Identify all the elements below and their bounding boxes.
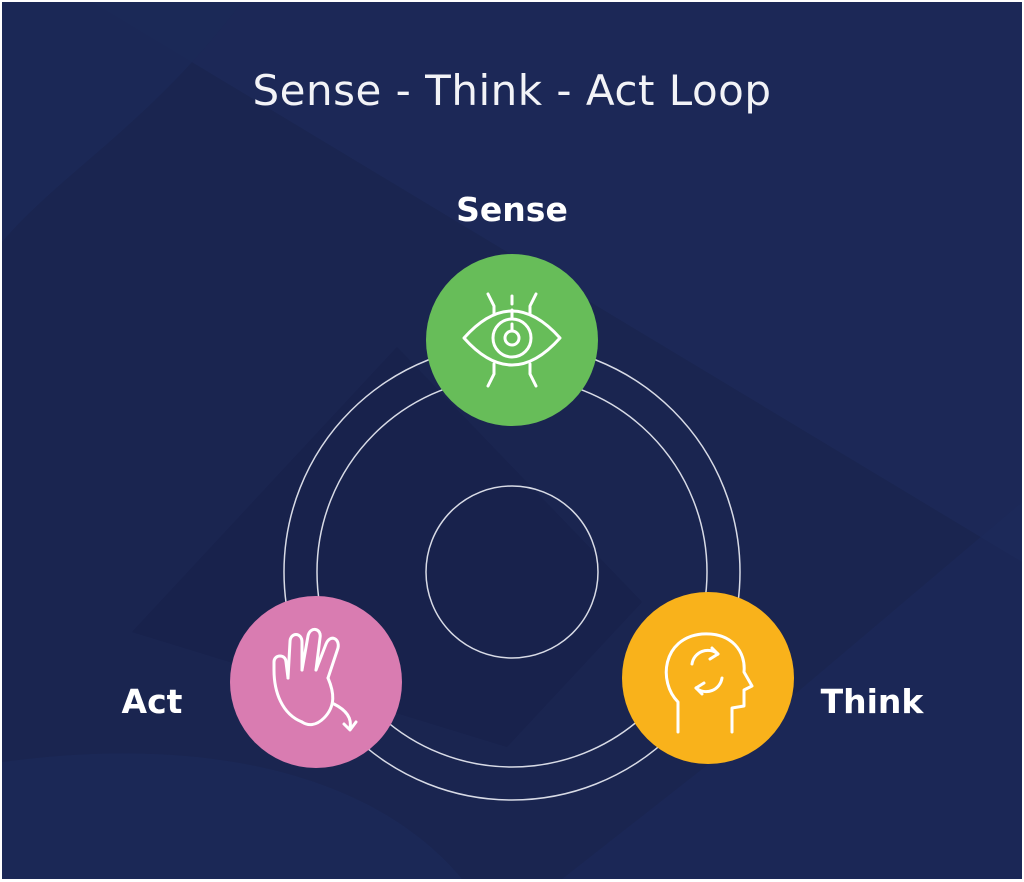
act-node[interactable] bbox=[230, 596, 402, 768]
act-label: Act bbox=[121, 682, 183, 721]
think-label: Think bbox=[820, 682, 924, 721]
sense-label: Sense bbox=[456, 190, 568, 229]
think-node[interactable] bbox=[622, 592, 794, 764]
hand-wave-icon bbox=[272, 628, 358, 732]
inner-ring bbox=[425, 485, 599, 659]
sense-node[interactable] bbox=[426, 254, 598, 426]
page-title: Sense - Think - Act Loop bbox=[252, 66, 772, 115]
eye-scan-icon bbox=[462, 292, 562, 388]
head-cycle-icon bbox=[664, 632, 754, 734]
